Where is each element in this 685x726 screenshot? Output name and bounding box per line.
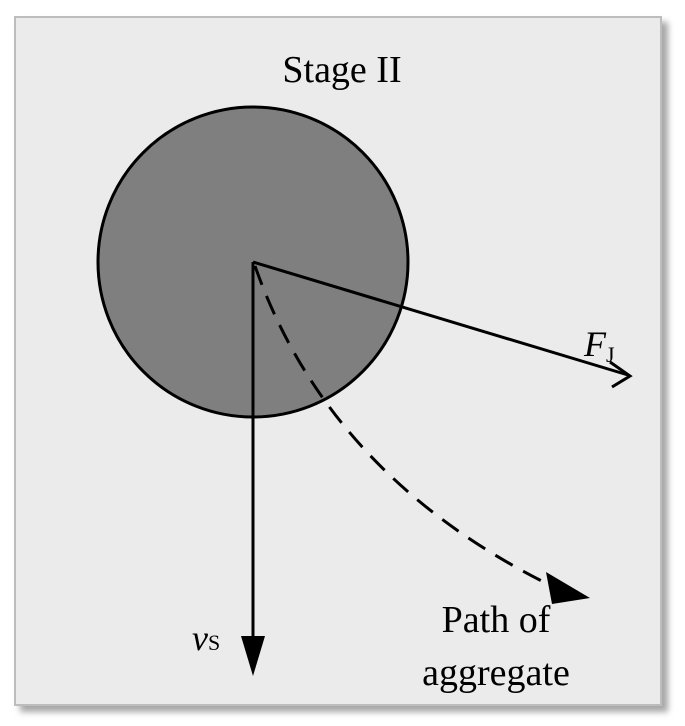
velocity-subscript: S [208,630,220,655]
force-symbol: F [583,324,607,364]
velocity-label: vS [192,618,220,658]
force-vector [252,260,629,377]
velocity-symbol: v [192,618,208,658]
aggregate-path-arrowhead [546,572,590,604]
force-label: FJ [583,324,615,367]
velocity-arrowhead [241,636,265,676]
path-label-line2: aggregate [422,652,570,694]
path-label-line1: Path of [442,599,551,641]
force-subscript: J [606,342,615,367]
diagram-title: Stage II [282,49,401,91]
force-arrowhead [609,360,633,389]
aggregate-path [253,265,561,592]
